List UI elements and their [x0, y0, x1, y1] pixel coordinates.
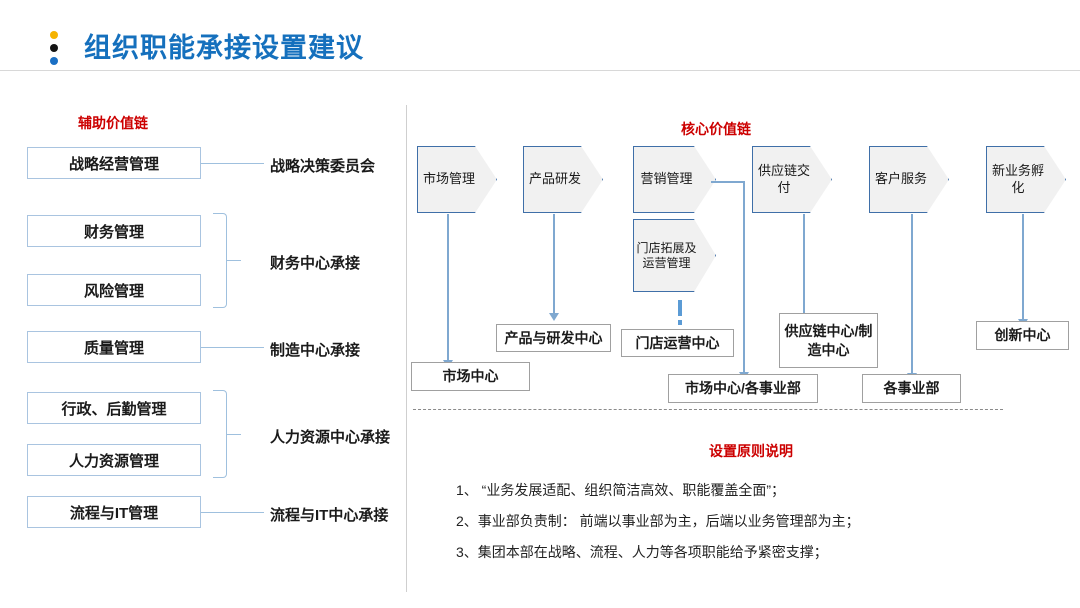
chevron-customer-service[interactable]: 客户服务	[869, 146, 949, 213]
principles-title: 设置原则说明	[709, 443, 793, 459]
chevron-supply-chain-delivery[interactable]: 供应链交付	[752, 146, 832, 213]
result-box-innovation-center[interactable]: 创新中心	[976, 321, 1069, 350]
left-tag-strategy-committee: 战略决策委员会	[270, 158, 376, 175]
result-box-store-operations-center[interactable]: 门店运营中心	[621, 329, 734, 357]
chevron-product-rnd[interactable]: 产品研发	[523, 146, 603, 213]
header-divider	[0, 70, 1080, 71]
chevron-marketing-management[interactable]: 营销管理	[633, 146, 716, 213]
result-box-divisions[interactable]: 各事业部	[862, 374, 961, 403]
result-box-market-center-divisions[interactable]: 市场中心/各事业部	[668, 374, 818, 403]
left-box-admin[interactable]: 行政、后勤管理	[27, 392, 201, 424]
connector-quality	[201, 347, 264, 348]
arrow-product-head	[549, 313, 559, 321]
result-box-supplychain-manufacturing-center[interactable]: 供应链中心/制造中心	[779, 313, 878, 368]
result-box-product-rnd-center[interactable]: 产品与研发中心	[496, 324, 611, 352]
chevron-market-management[interactable]: 市场管理	[417, 146, 497, 213]
connector-marketing-vertical	[743, 181, 745, 373]
left-tag-manufacturing-center: 制造中心承接	[270, 342, 361, 359]
connector-strategy	[201, 163, 264, 164]
principle-item-1: 1、 “业务发展适配、组织简洁高效、职能覆盖全面”；	[456, 482, 785, 498]
connector-marketing-horizontal	[711, 181, 744, 183]
arrow-product-line	[553, 214, 555, 314]
bracket-hr-stub	[227, 434, 241, 435]
page-title: 组织职能承接设置建议	[84, 33, 364, 63]
left-box-quality[interactable]: 质量管理	[27, 331, 201, 363]
left-tag-process-it-center: 流程与IT中心承接	[270, 507, 389, 524]
principle-item-3: 3、集团本部在战略、流程、人力等各项职能给予紧密支撑；	[456, 544, 828, 560]
bracket-hr	[213, 390, 227, 478]
arrow-store-dash-2	[678, 320, 682, 325]
blue-dot-icon	[50, 57, 58, 65]
left-box-strategy[interactable]: 战略经营管理	[27, 147, 201, 179]
arrow-supplychain-line	[803, 214, 805, 314]
right-panel-label: 核心价值链	[681, 121, 751, 137]
principle-item-2: 2、事业部负责制： 前端以事业部为主，后端以业务管理部为主；	[456, 513, 860, 529]
black-dot-icon	[50, 44, 58, 52]
bracket-finance	[213, 213, 227, 308]
connector-process-it	[201, 512, 264, 513]
bracket-finance-stub	[227, 260, 241, 261]
title-dots-icon	[50, 31, 60, 65]
left-tag-hr-center: 人力资源中心承接	[270, 429, 391, 446]
section-dotted-divider	[413, 409, 1003, 410]
panel-divider	[406, 105, 407, 592]
arrow-customer-line	[911, 214, 913, 374]
chevron-store-expansion-operations[interactable]: 门店拓展及运营管理	[633, 219, 716, 292]
yellow-dot-icon	[50, 31, 58, 39]
left-box-risk[interactable]: 风险管理	[27, 274, 201, 306]
chevron-new-business-incubation[interactable]: 新业务孵化	[986, 146, 1066, 213]
left-tag-finance-center: 财务中心承接	[270, 255, 361, 272]
left-panel-label: 辅助价值链	[78, 115, 148, 131]
arrow-newbiz-line	[1022, 214, 1024, 320]
arrow-store-dash-1	[678, 300, 682, 316]
result-box-market-center[interactable]: 市场中心	[411, 362, 530, 391]
left-box-finance[interactable]: 财务管理	[27, 215, 201, 247]
left-box-hr[interactable]: 人力资源管理	[27, 444, 201, 476]
arrow-market-line	[447, 214, 449, 361]
left-box-process-it[interactable]: 流程与IT管理	[27, 496, 201, 528]
